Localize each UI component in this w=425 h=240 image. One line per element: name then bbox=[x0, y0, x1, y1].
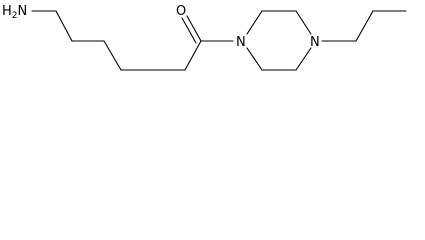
bond-ring-3 bbox=[295, 10, 312, 35]
amine-h: H bbox=[2, 4, 12, 19]
n4-label: N bbox=[310, 35, 320, 50]
amine-n: N bbox=[18, 4, 28, 19]
amine-label: H2N bbox=[2, 4, 27, 21]
bond-carbonyl-2 bbox=[181, 17, 197, 44]
n1-label: N bbox=[236, 35, 246, 50]
bond-propyl-2 bbox=[355, 10, 374, 42]
bond-carbonyl-1 bbox=[186, 15, 202, 42]
bond-chain-2 bbox=[55, 10, 73, 42]
bond-ring-6 bbox=[246, 47, 263, 71]
oxygen-label: O bbox=[176, 4, 186, 19]
chemical-structure: H2N O N N bbox=[2, 4, 407, 71]
bond-chain-6 bbox=[184, 40, 202, 71]
bond-ring-1 bbox=[246, 10, 263, 35]
bond-chain-4 bbox=[103, 40, 122, 71]
amine-subscript: 2 bbox=[12, 11, 18, 21]
bond-ring-4 bbox=[295, 47, 312, 71]
